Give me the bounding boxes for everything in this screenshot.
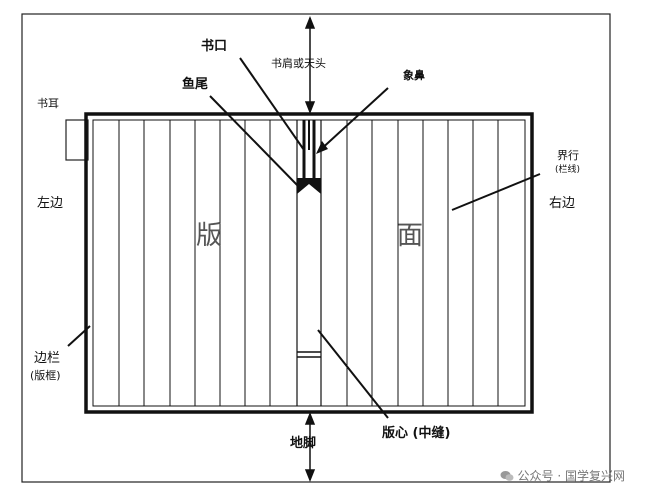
frame-outer xyxy=(84,112,534,414)
top-margin-arrows xyxy=(304,15,316,115)
page-border xyxy=(21,13,611,483)
wechat-icon xyxy=(500,470,514,481)
watermark-text: 公众号 · 国学复兴网 xyxy=(517,469,625,483)
label-banxin: 版心 (中缝) xyxy=(382,426,451,441)
label-dijiao: 地脚 xyxy=(290,436,317,451)
label-bianlan-sub: (版框) xyxy=(30,369,61,382)
watermark: 公众号 · 国学复兴网 xyxy=(500,467,625,484)
label-mian: 面 xyxy=(397,221,424,251)
fish-tail-shape xyxy=(297,178,321,194)
center-fold xyxy=(296,120,322,406)
label-xiangbi: 象鼻 xyxy=(403,69,425,82)
label-jiehang: 界行 xyxy=(557,149,579,162)
label-shuer: 书耳 xyxy=(37,97,59,110)
label-bianlan: 边栏 xyxy=(34,351,61,366)
column-lines-right xyxy=(346,120,499,406)
label-yuwei: 鱼尾 xyxy=(182,77,209,92)
xiangbi-arrowhead xyxy=(316,141,328,154)
book-ear-box xyxy=(65,119,89,161)
label-shujian: 书肩或天头 xyxy=(271,57,326,70)
bottom-margin-arrows xyxy=(304,411,316,483)
column-lines-left xyxy=(118,120,271,406)
leader-lines xyxy=(67,57,541,419)
label-jiehang-sub: (栏线) xyxy=(555,165,581,175)
frame-inner xyxy=(92,119,526,407)
label-youbian: 右边 xyxy=(549,196,576,211)
label-zuobian: 左边 xyxy=(37,196,64,211)
label-ban: 版 xyxy=(196,221,223,251)
label-shukou: 书口 xyxy=(201,39,228,54)
